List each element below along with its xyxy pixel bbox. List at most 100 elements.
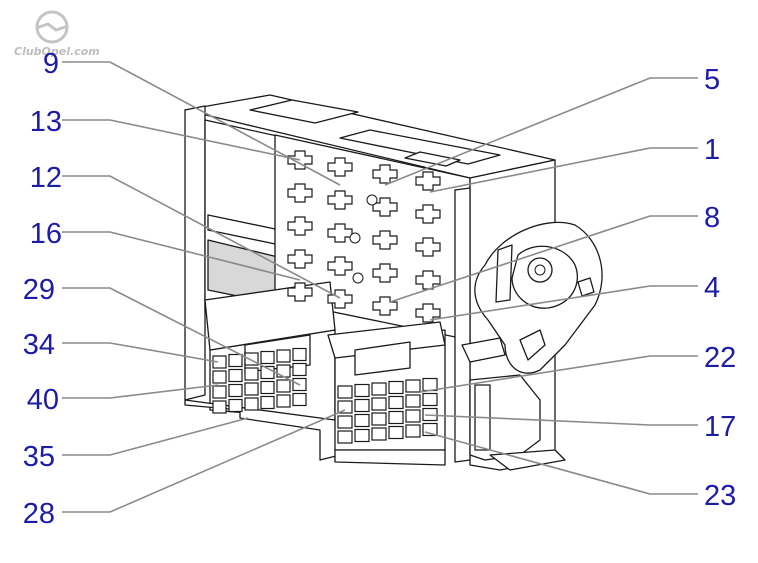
terminal-cavity [415, 204, 441, 224]
terminal-cavity [405, 409, 421, 423]
leader-35 [62, 417, 249, 456]
terminal-cavity [244, 382, 259, 396]
upper-cavity-grid [287, 150, 441, 323]
leader-12 [62, 175, 341, 299]
terminal-cavity [388, 395, 404, 410]
leader-9 [62, 61, 341, 186]
terminal-cavity [337, 415, 353, 429]
terminal-cavity [212, 355, 227, 369]
leader-23 [424, 431, 698, 495]
terminal-cavity [212, 385, 227, 399]
leader-lines [62, 61, 698, 513]
lower-cavity-grid-left [212, 347, 307, 414]
terminal-cavity [372, 263, 398, 283]
lower-cavity-grid-right [337, 377, 438, 444]
leader-29 [62, 287, 301, 386]
terminal-cavity [276, 394, 291, 408]
opel-logo-icon [35, 10, 69, 44]
terminal-cavity [287, 183, 313, 203]
alignment-holes [349, 194, 378, 284]
terminal-cavity [371, 382, 387, 396]
terminal-cavity [287, 282, 313, 302]
terminal-cavity [287, 249, 313, 269]
pin-label-13: 13 [30, 106, 62, 138]
terminal-cavity [292, 392, 307, 407]
terminal-cavity [244, 397, 259, 411]
terminal-cavity [422, 377, 438, 392]
leader-34 [62, 342, 219, 363]
terminal-cavity [244, 367, 259, 381]
terminal-cavity [337, 430, 353, 444]
terminal-cavity [388, 425, 404, 440]
leader-16 [62, 231, 301, 281]
leader-40 [62, 384, 219, 399]
terminal-cavity [415, 237, 441, 257]
terminal-cavity [287, 216, 313, 236]
terminal-cavity [260, 380, 275, 395]
terminal-cavity [371, 397, 387, 411]
terminal-cavity [212, 370, 227, 384]
terminal-cavity [405, 394, 421, 408]
terminal-cavity [337, 385, 353, 399]
terminal-cavity [371, 427, 387, 441]
pin-label-4: 4 [704, 272, 720, 304]
terminal-cavity [212, 400, 227, 414]
pin-label-29: 29 [23, 274, 55, 306]
pin-label-28: 28 [23, 498, 55, 530]
terminal-cavity [228, 353, 243, 368]
pin-label-40: 40 [27, 384, 59, 416]
pin-label-5: 5 [704, 64, 720, 96]
terminal-cavity [415, 303, 441, 323]
terminal-cavity [354, 413, 370, 428]
pin-label-8: 8 [704, 202, 720, 234]
terminal-cavity [337, 400, 353, 414]
terminal-cavity [388, 410, 404, 425]
watermark: ClubOpel.com [14, 10, 100, 58]
pin-label-1: 1 [704, 134, 720, 166]
pin-label-17: 17 [704, 411, 736, 443]
terminal-cavity [260, 350, 275, 365]
terminal-cavity [292, 362, 307, 377]
terminal-cavity [260, 395, 275, 410]
terminal-cavity [405, 424, 421, 438]
terminal-cavity [327, 256, 353, 276]
leader-22 [419, 355, 698, 393]
terminal-cavity [415, 270, 441, 290]
leader-8 [389, 215, 698, 303]
pin-label-23: 23 [704, 480, 736, 512]
pin-label-9: 9 [43, 48, 59, 80]
terminal-cavity [354, 428, 370, 443]
terminal-cavity [354, 398, 370, 413]
leader-13 [62, 119, 301, 161]
leader-4 [429, 285, 698, 321]
terminal-cavity [327, 289, 353, 309]
callout-labels-right: 5 1 8 4 22 17 23 [704, 64, 736, 512]
terminal-cavity [327, 190, 353, 210]
pin-label-16: 16 [30, 218, 62, 250]
terminal-cavity [276, 379, 291, 393]
terminal-cavity [405, 379, 421, 393]
pin-label-34: 34 [23, 329, 55, 361]
terminal-cavity [372, 230, 398, 250]
terminal-cavity [228, 383, 243, 398]
watermark-text: ClubOpel.com [14, 45, 100, 58]
terminal-cavity [371, 412, 387, 426]
leader-28 [62, 409, 346, 513]
terminal-cavity [422, 392, 438, 407]
terminal-cavity [327, 223, 353, 243]
terminal-cavity [388, 380, 404, 395]
terminal-cavity [415, 171, 441, 191]
pin-label-12: 12 [30, 162, 62, 194]
terminal-cavity [276, 349, 291, 363]
terminal-cavity [276, 364, 291, 378]
terminal-cavity [327, 157, 353, 177]
leader-5 [384, 77, 698, 186]
terminal-cavity [228, 368, 243, 383]
pin-label-35: 35 [23, 441, 55, 473]
terminal-cavity [228, 398, 243, 413]
pin-label-22: 22 [704, 342, 736, 374]
leader-17 [424, 414, 698, 426]
leader-1 [429, 147, 698, 193]
callout-labels-left: 9 13 12 16 29 34 40 35 28 [23, 48, 62, 530]
